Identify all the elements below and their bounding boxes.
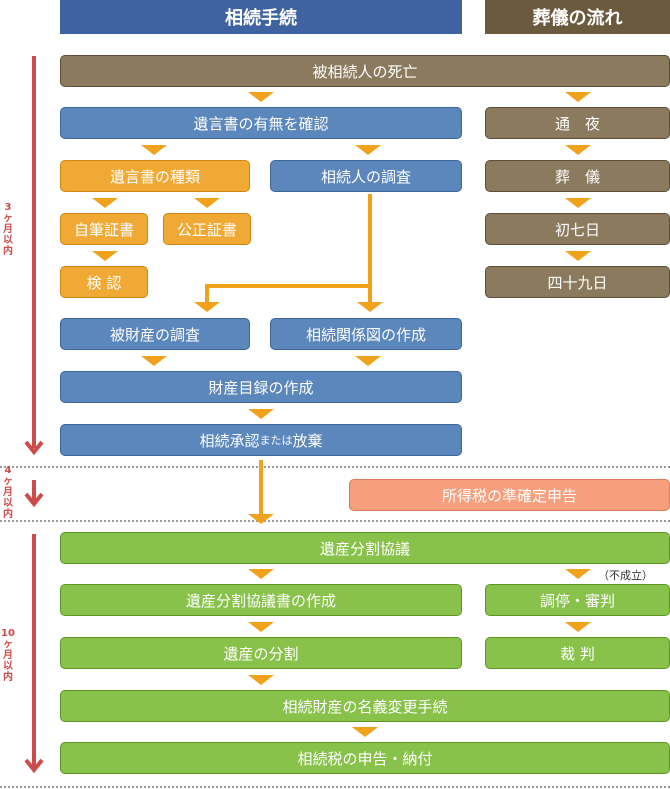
divider-bottom bbox=[0, 786, 670, 788]
box-holograph-will: 自筆証書 bbox=[60, 213, 148, 245]
label-3-months: 3ヶ月以内 bbox=[3, 202, 13, 257]
arrow-down bbox=[248, 569, 274, 579]
timeline-arrowhead-2 bbox=[24, 492, 44, 508]
renounce-label: 放棄 bbox=[292, 431, 323, 450]
arrow-down bbox=[248, 92, 274, 102]
timeline-line-1 bbox=[32, 56, 36, 448]
box-notarized-will: 公正証書 bbox=[163, 213, 251, 245]
arrow-down bbox=[355, 356, 381, 366]
note-failed: （不成立） bbox=[598, 569, 653, 582]
connector-long bbox=[259, 460, 263, 516]
box-division-document: 遺産分割協議書の作成 bbox=[60, 584, 462, 616]
box-funeral: 葬 儀 bbox=[485, 160, 670, 192]
box-division: 遺産の分割 bbox=[60, 637, 462, 669]
arrow-down bbox=[141, 356, 167, 366]
arrow-down bbox=[141, 145, 167, 155]
connector-vertical bbox=[368, 194, 372, 304]
timeline-line-2 bbox=[32, 480, 36, 502]
header-inheritance: 相続手続 bbox=[60, 0, 462, 34]
box-wake: 通 夜 bbox=[485, 107, 670, 139]
arrow-down bbox=[565, 145, 591, 155]
box-income-tax: 所得税の準確定申告 bbox=[349, 479, 670, 511]
arrow-down bbox=[355, 145, 381, 155]
box-heir-survey: 相続人の調査 bbox=[270, 160, 462, 192]
arrow-down bbox=[565, 251, 591, 261]
box-accept-or-renounce: 相続承認または放棄 bbox=[60, 424, 462, 456]
connector-horizontal bbox=[205, 284, 372, 288]
arrow-down bbox=[92, 198, 118, 208]
label-10-months: 10ヶ月以内 bbox=[1, 628, 15, 683]
arrow-down bbox=[92, 251, 118, 261]
arrow-down bbox=[194, 198, 220, 208]
arrow-down bbox=[352, 727, 378, 737]
divider-top bbox=[0, 466, 670, 468]
box-will-type: 遺言書の種類 bbox=[60, 160, 250, 192]
box-tax-filing: 相続税の申告・納付 bbox=[60, 742, 670, 774]
arrow-down bbox=[248, 675, 274, 685]
timeline-arrowhead-3 bbox=[24, 758, 44, 774]
arrow-down bbox=[248, 514, 274, 524]
box-seventh-day: 初七日 bbox=[485, 213, 670, 245]
connector-drop bbox=[205, 284, 209, 304]
box-name-change: 相続財産の名義変更手続 bbox=[60, 690, 670, 722]
box-asset-survey: 被財産の調査 bbox=[60, 318, 250, 350]
arrow-down bbox=[194, 302, 220, 312]
or-label: または bbox=[259, 434, 293, 447]
box-death: 被相続人の死亡 bbox=[60, 55, 670, 87]
box-asset-list: 財産目録の作成 bbox=[60, 371, 462, 403]
arrow-down bbox=[248, 409, 274, 419]
box-trial: 裁 判 bbox=[485, 637, 670, 669]
timeline-line-3 bbox=[32, 534, 36, 768]
timeline-arrowhead-1 bbox=[24, 440, 44, 456]
box-mediation: 調停・審判 bbox=[485, 584, 670, 616]
header-funeral: 葬儀の流れ bbox=[485, 0, 670, 34]
arrow-down bbox=[565, 92, 591, 102]
arrow-down bbox=[565, 198, 591, 208]
box-forty-ninth-day: 四十九日 bbox=[485, 266, 670, 298]
label-4-months: 4ヶ月以内 bbox=[3, 465, 13, 520]
arrow-down bbox=[565, 622, 591, 632]
box-probate: 検 認 bbox=[60, 266, 148, 298]
arrow-down bbox=[357, 302, 383, 312]
arrow-down bbox=[565, 569, 591, 579]
divider-middle bbox=[0, 520, 670, 522]
accept-label: 相続承認 bbox=[199, 431, 260, 450]
box-relation-chart: 相続関係図の作成 bbox=[270, 318, 462, 350]
arrow-down bbox=[248, 622, 274, 632]
box-will-check: 遺言書の有無を確認 bbox=[60, 107, 462, 139]
box-division-talk: 遺産分割協議 bbox=[60, 532, 670, 564]
